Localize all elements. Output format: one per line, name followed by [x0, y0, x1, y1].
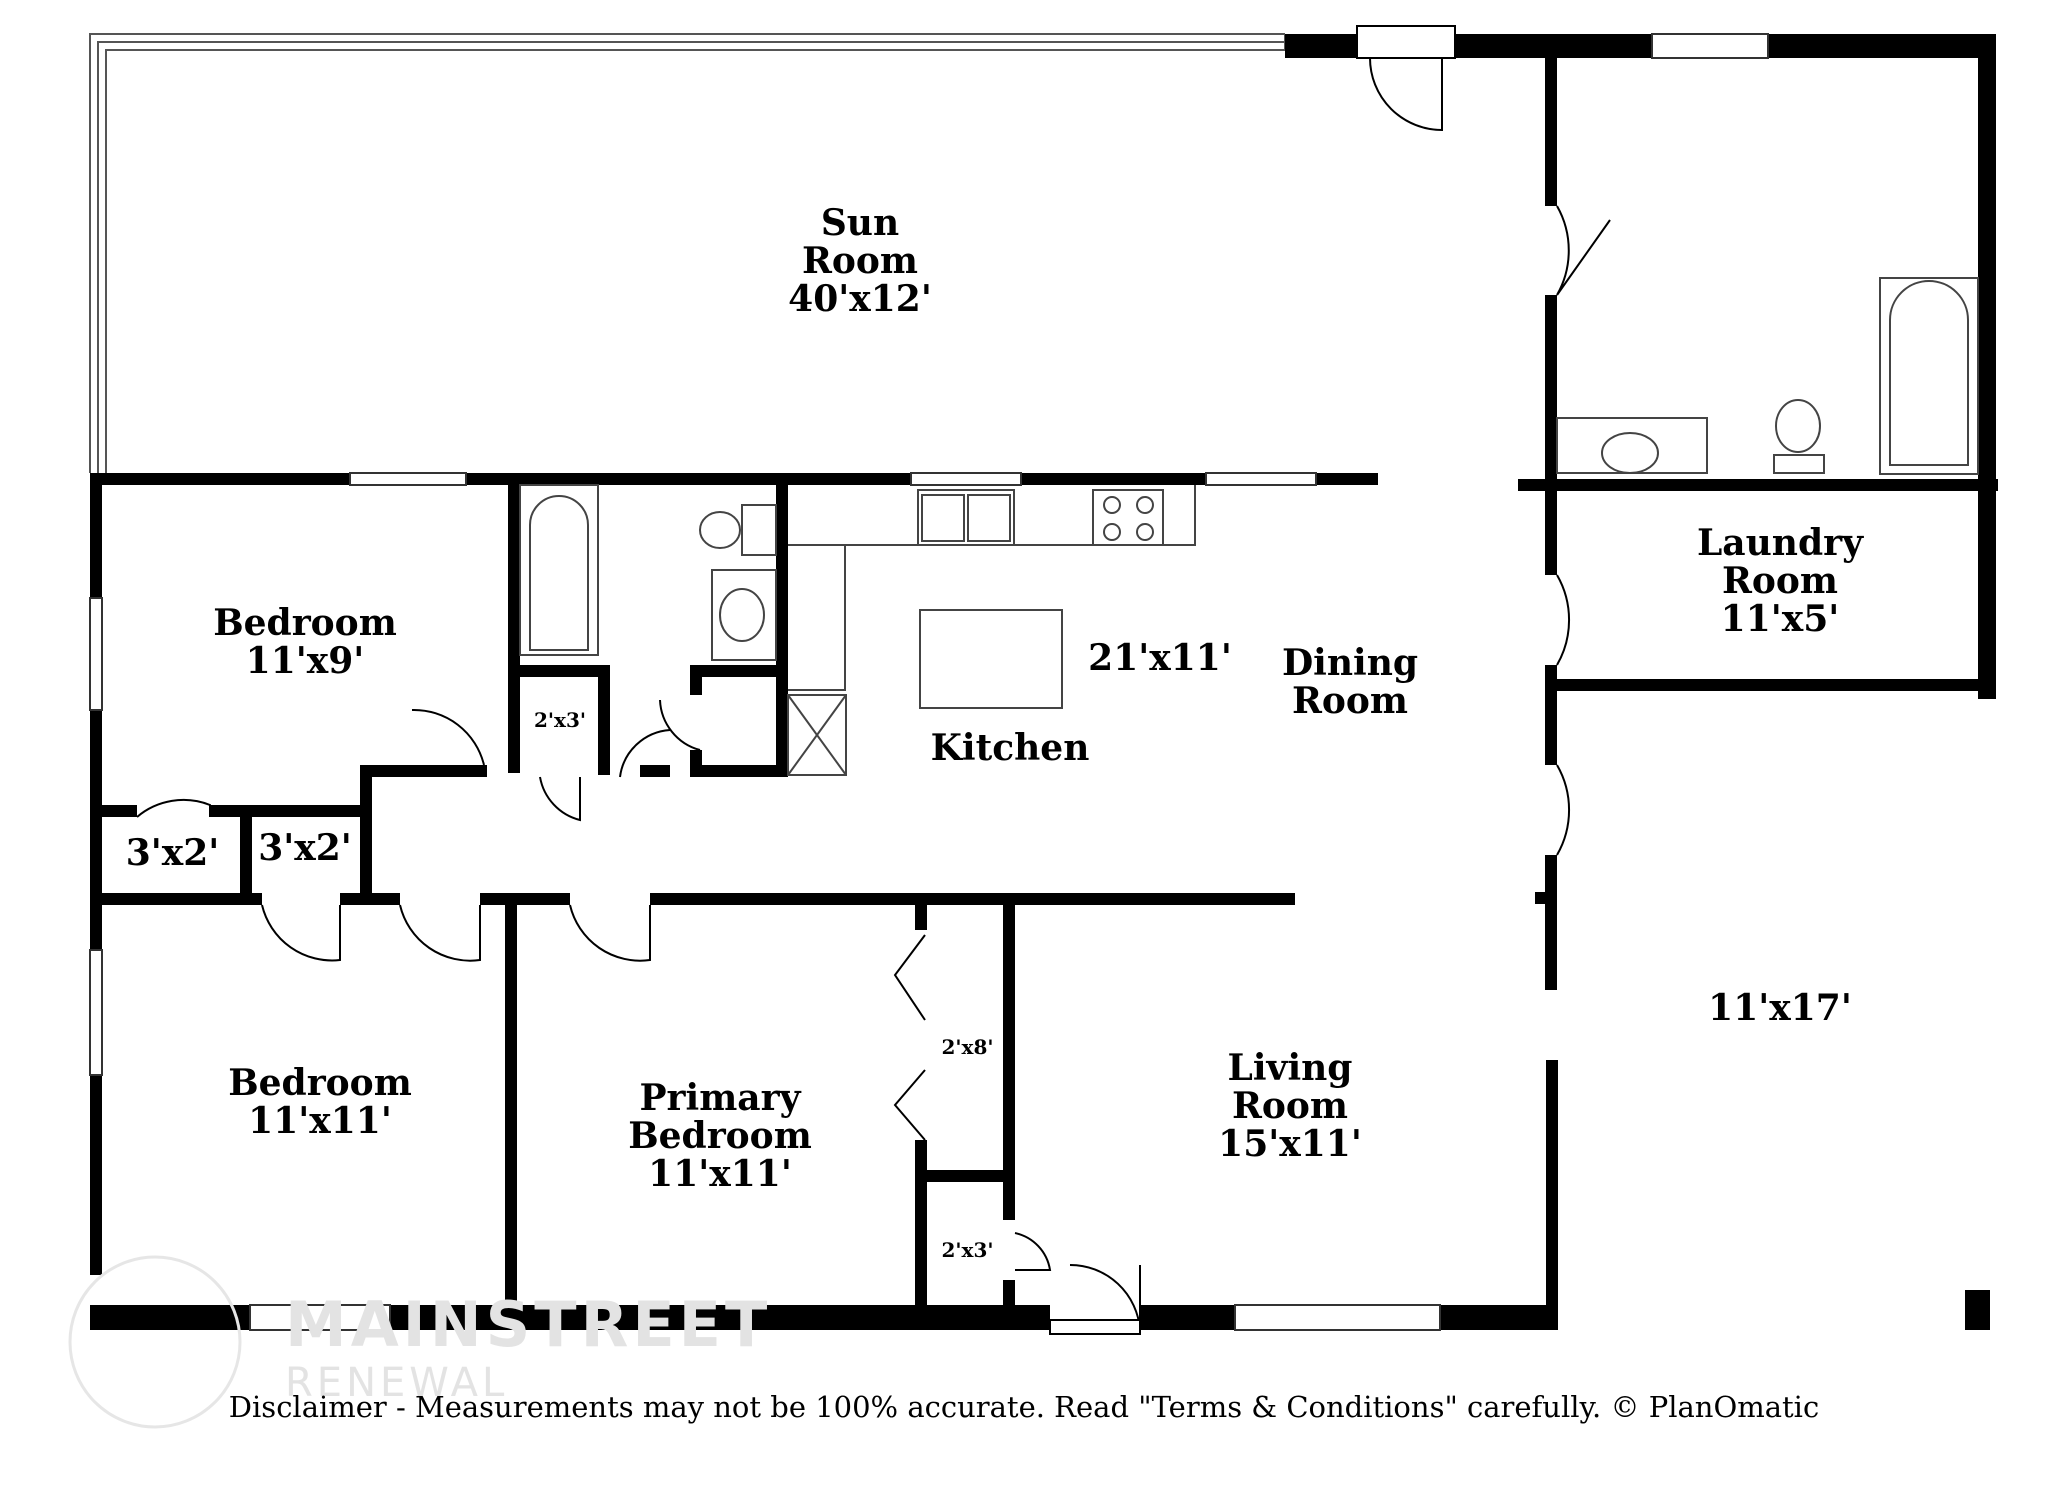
label-right-room: 11'x17'	[1690, 987, 1870, 1029]
label-primary-bedroom: Primary Bedroom 11'x11'	[595, 1077, 845, 1195]
doors	[136, 25, 1611, 1335]
closet-c-dims: 2'x3'	[533, 708, 586, 732]
watermark-line-1: MAINSTREET	[285, 1288, 772, 1361]
kitchen-name: Kitchen	[930, 727, 1090, 769]
label-closet-c: 2'x3'	[522, 710, 598, 731]
bedroom-bottom-name: Bedroom	[228, 1062, 412, 1104]
label-kitchen-dims: 21'x11'	[1070, 637, 1250, 679]
fixtures	[519, 277, 1979, 776]
closet-b-dims: 3'x2'	[258, 827, 352, 869]
closet-e-dims: 2'x3'	[941, 1238, 994, 1262]
kitchen-dims: 21'x11'	[1088, 637, 1232, 679]
windows	[89, 33, 1769, 1331]
label-closet-a: 3'x2'	[110, 832, 235, 874]
primary-name-2: Bedroom	[628, 1114, 812, 1157]
bedroom-top-name: Bedroom	[213, 602, 397, 644]
label-closet-e: 2'x3'	[930, 1240, 1005, 1261]
dining-name-1: Dining	[1281, 642, 1419, 684]
dining-name-2: Room	[1291, 679, 1409, 722]
sun-room-name-1: Sun	[820, 202, 900, 244]
bedroom-bottom-dims: 11'x11'	[248, 1099, 392, 1142]
sun-room-dims: 40'x12'	[788, 277, 932, 320]
label-laundry-room: Laundry Room 11'x5'	[1660, 522, 1900, 640]
watermark-line-2: RENEWAL	[285, 1360, 509, 1406]
label-bedroom-bottom: Bedroom 11'x11'	[205, 1062, 435, 1142]
sun-room-name-2: Room	[801, 239, 919, 282]
living-dims: 15'x11'	[1218, 1122, 1362, 1165]
closet-a-dims: 3'x2'	[125, 832, 220, 874]
label-kitchen: Kitchen	[900, 727, 1120, 769]
walls	[90, 34, 1998, 1330]
living-name-1: Living	[1227, 1047, 1353, 1089]
disclaimer-text: Disclaimer - Measurements may not be 100…	[228, 1390, 1820, 1424]
laundry-name-1: Laundry	[1696, 522, 1864, 564]
laundry-dims: 11'x5'	[1720, 597, 1840, 640]
label-living-room: Living Room 15'x11'	[1180, 1047, 1400, 1165]
watermark-logo-icon	[68, 1255, 242, 1429]
laundry-name-2: Room	[1721, 559, 1839, 602]
primary-dims: 11'x11'	[648, 1152, 792, 1195]
label-sun-room: Sun Room 40'x12'	[760, 202, 960, 320]
label-closet-d: 2'x8'	[930, 1037, 1005, 1058]
right-room-dims: 11'x17'	[1708, 987, 1852, 1029]
bedroom-top-dims: 11'x9'	[245, 639, 365, 682]
sunroom-glass-walls	[89, 33, 1286, 473]
label-dining-room: Dining Room	[1250, 642, 1450, 722]
label-bedroom-top: Bedroom 11'x9'	[195, 602, 415, 682]
closet-d-dims: 2'x8'	[941, 1035, 994, 1059]
primary-name-1: Primary	[639, 1077, 801, 1119]
label-closet-b: 3'x2'	[250, 827, 360, 869]
living-name-2: Room	[1231, 1084, 1349, 1127]
